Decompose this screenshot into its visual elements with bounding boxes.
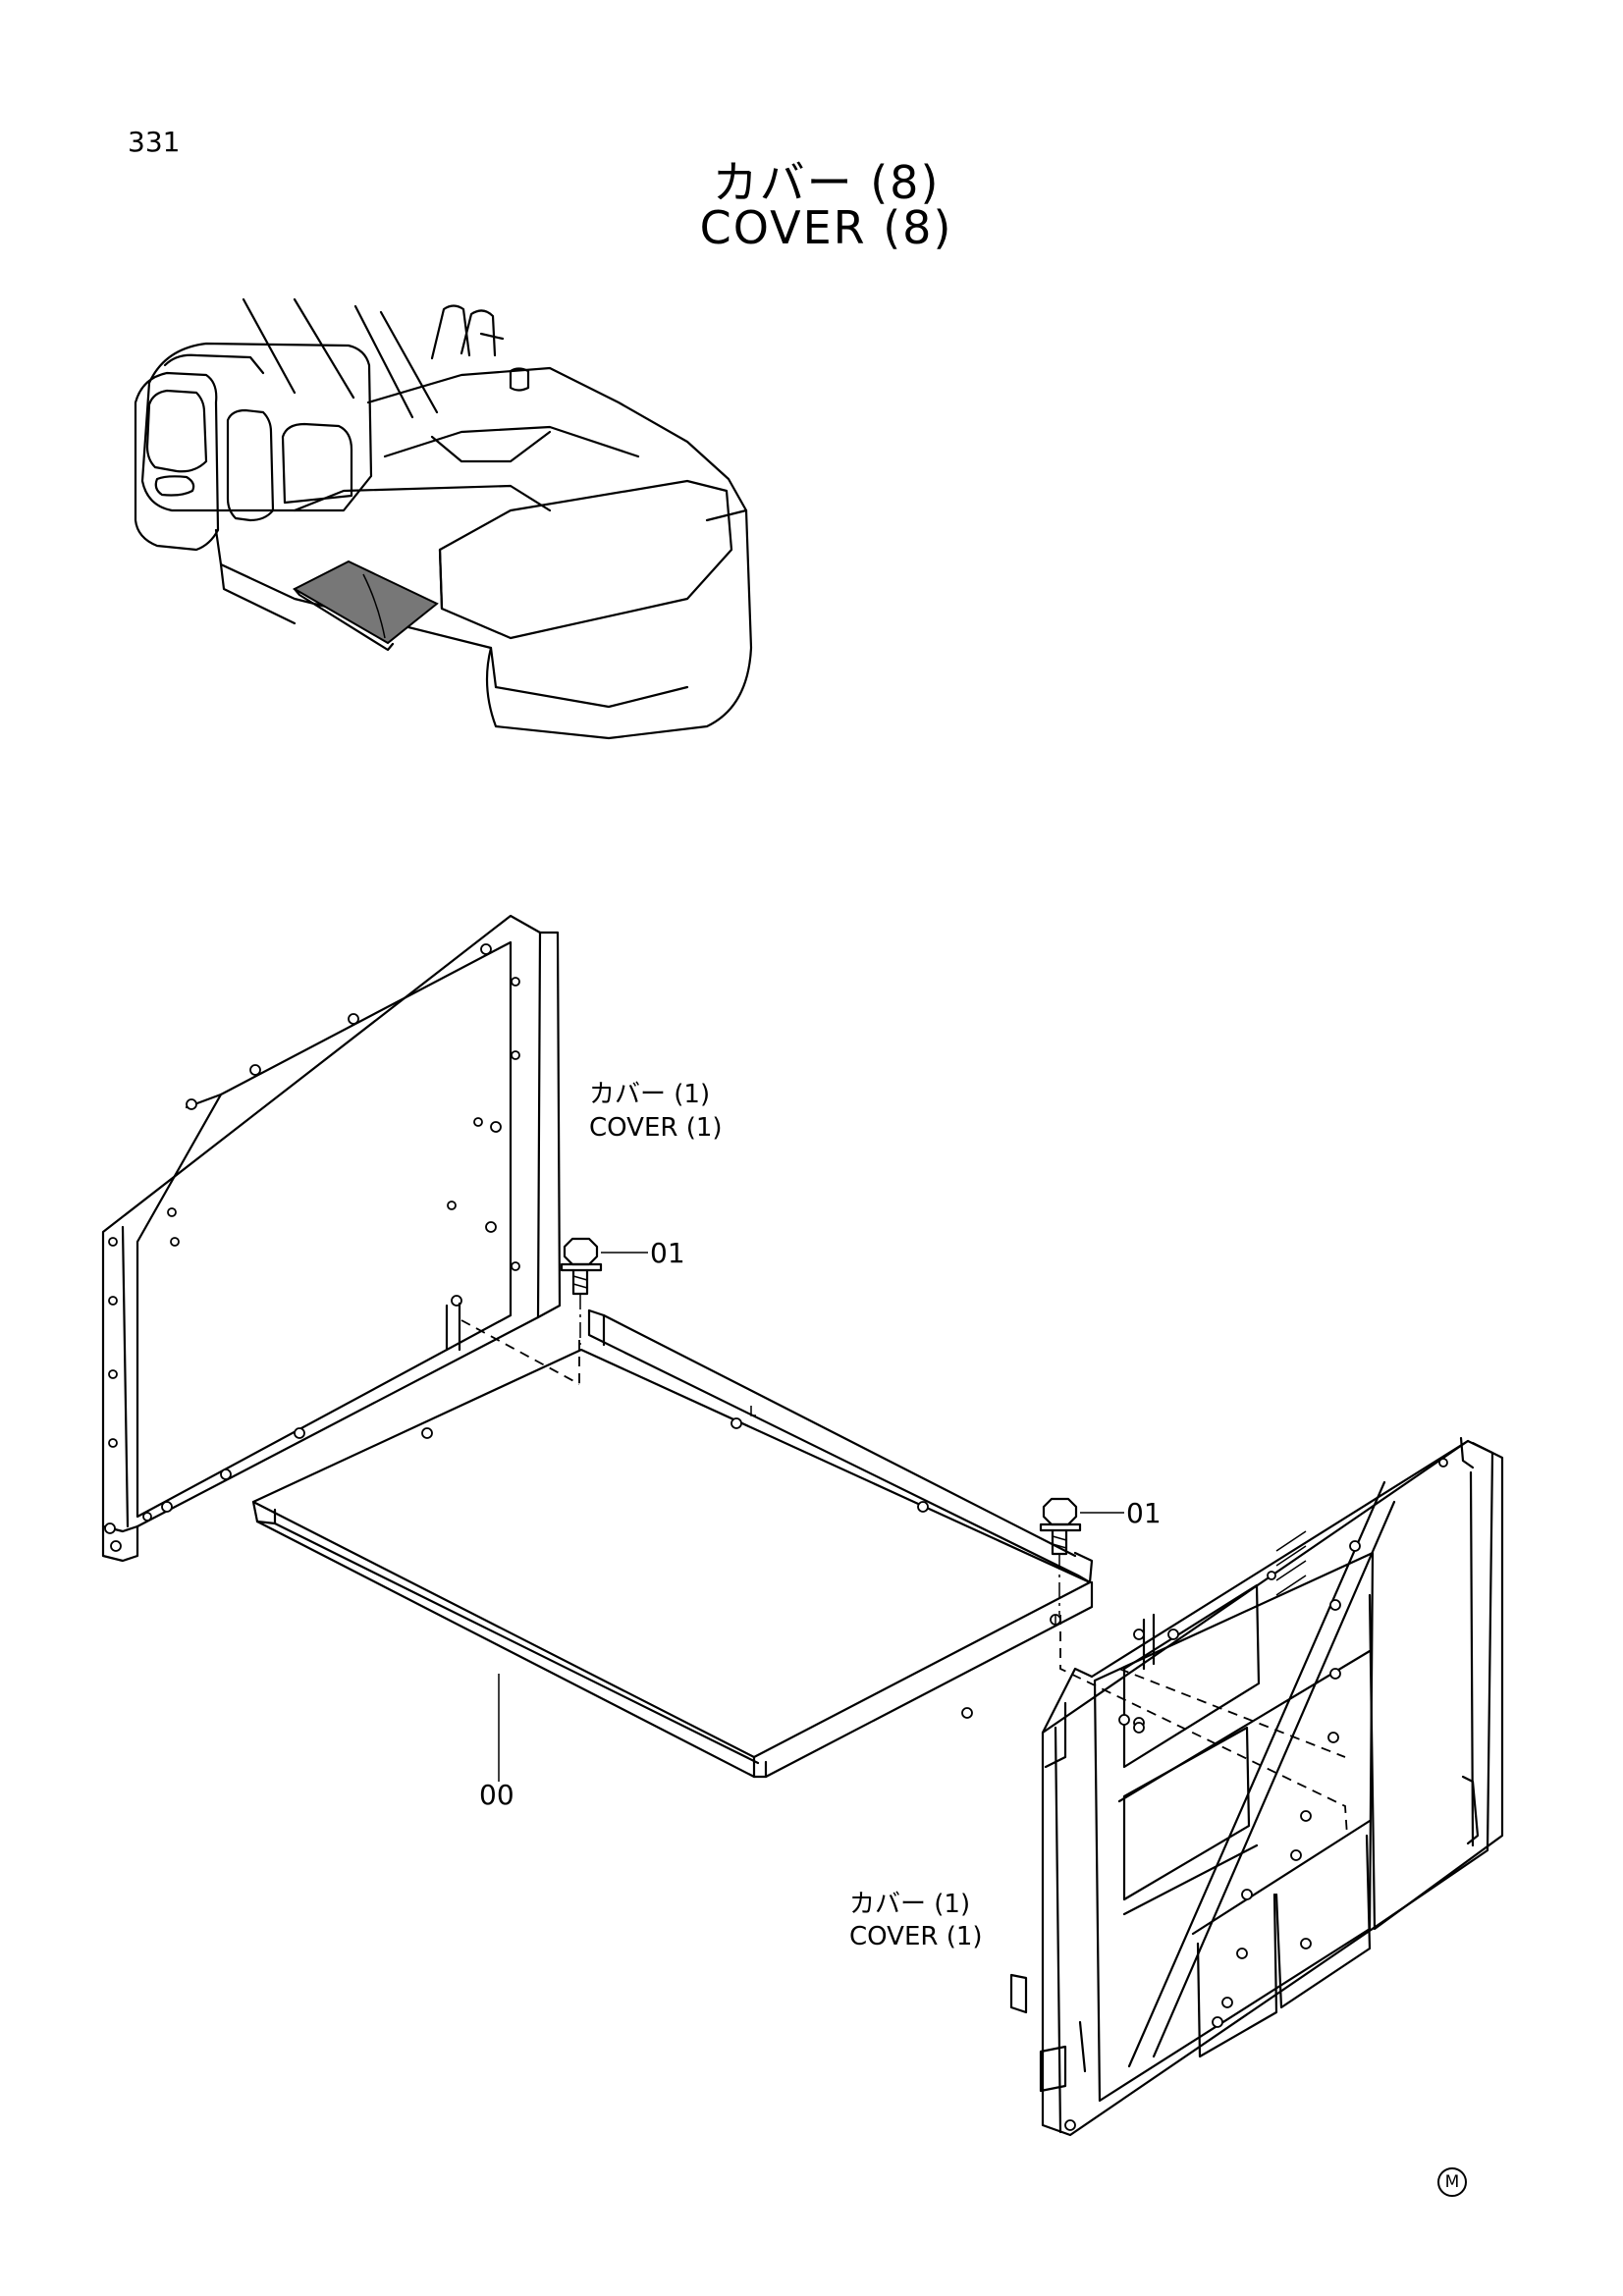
- part-number-bolt-lower: 01: [1126, 1497, 1162, 1529]
- page-title-english: COVER (8): [699, 201, 953, 254]
- part-number-cover: 00: [479, 1779, 514, 1811]
- highlighted-cover-location: [292, 560, 439, 652]
- page-title-japanese: カバー (8): [712, 156, 941, 209]
- excavator-overview-illustration: [134, 297, 753, 740]
- callout-cover-right-en: COVER (1): [849, 1922, 983, 1951]
- callout-cover-right-jp: カバー (1): [849, 1890, 971, 1919]
- frame-holes-left: [104, 943, 520, 1552]
- manufacturer-mark: M: [1437, 2167, 1467, 2197]
- callout-cover-left-en: COVER (1): [589, 1113, 723, 1143]
- page-number: 331: [128, 126, 181, 158]
- left-side-frame: [101, 914, 580, 1563]
- cover-part-00: [251, 1308, 1094, 1782]
- callout-cover-left-jp: カバー (1): [589, 1080, 711, 1109]
- right-side-frame: [1009, 1436, 1504, 2137]
- part-number-bolt-upper: 01: [650, 1237, 685, 1269]
- bolt-01-upper: [560, 1237, 648, 1345]
